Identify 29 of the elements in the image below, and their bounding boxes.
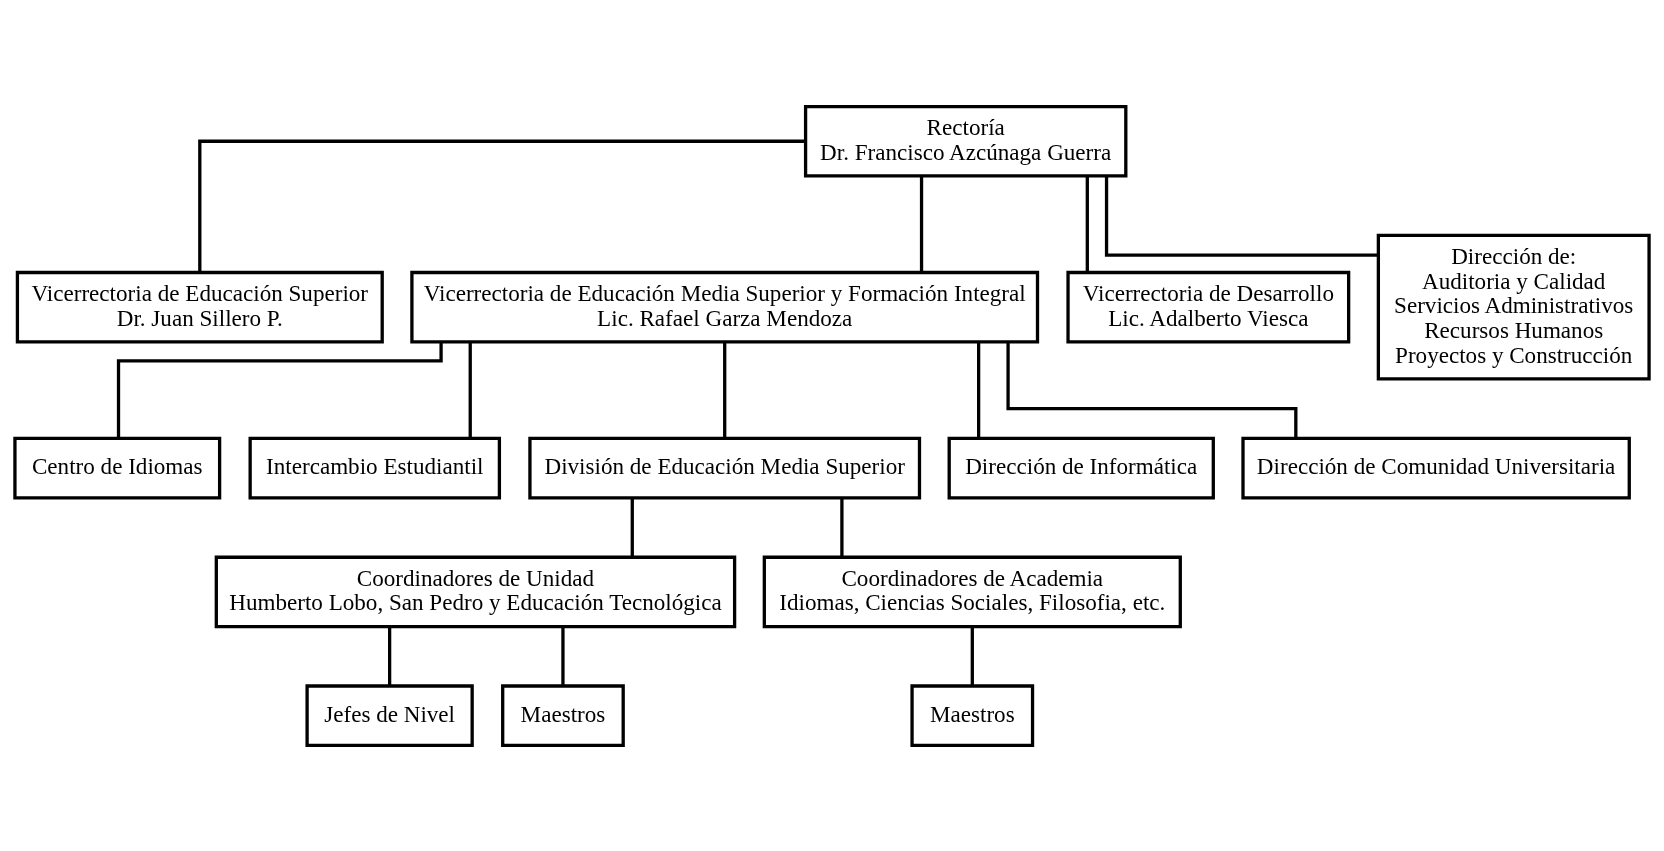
connector <box>116 341 443 438</box>
connector <box>919 175 924 272</box>
node-box: Centro de Idiomas <box>13 436 222 499</box>
node-box: Jefes de Nivel <box>305 683 474 747</box>
node-box: Dirección de Comunidad Universitaria <box>1241 436 1631 499</box>
node-box: Coordinadores de Academia Idiomas, Ciencias Sociales, Filosofia, etc. <box>762 555 1182 628</box>
node-box: Vicerrectoria de Educación Media Superior y Formación Integral Lic. Rafael Garza Mendoza <box>410 270 1040 343</box>
connector <box>1085 175 1089 272</box>
connector <box>1104 175 1379 257</box>
connector <box>198 139 806 272</box>
node-box: Maestros <box>501 683 625 747</box>
connector <box>723 341 727 438</box>
connector <box>388 626 392 686</box>
connector <box>840 497 844 557</box>
connector <box>1006 341 1298 438</box>
node-box: División de Educación Media Superior <box>528 436 922 499</box>
node-box: Dirección de Informática <box>947 436 1215 499</box>
node-box: Rectoría Dr. Francisco Azcúnaga Guerra <box>803 104 1128 178</box>
node-box: Intercambio Estudiantil <box>248 436 502 499</box>
connector <box>468 341 472 438</box>
node-box: Coordinadores de Unidad Humberto Lobo, San Pedro y Educación Tecnológica <box>214 555 737 628</box>
connector <box>977 341 981 438</box>
node-box: Vicerrectoria de Educación Superior Dr. Juan Sillero P. <box>15 270 384 343</box>
node-box: Vicerrectoria de Desarrollo Lic. Adalberto Viesca <box>1066 270 1351 343</box>
node-box: Maestros <box>910 683 1035 747</box>
connector <box>561 626 565 686</box>
connector <box>630 497 634 557</box>
node-box: Dirección de: Auditoria y Calidad Servicios Administrativos Recursos Humanos Proyectos y Construcción <box>1376 233 1651 381</box>
connector <box>970 626 974 686</box>
